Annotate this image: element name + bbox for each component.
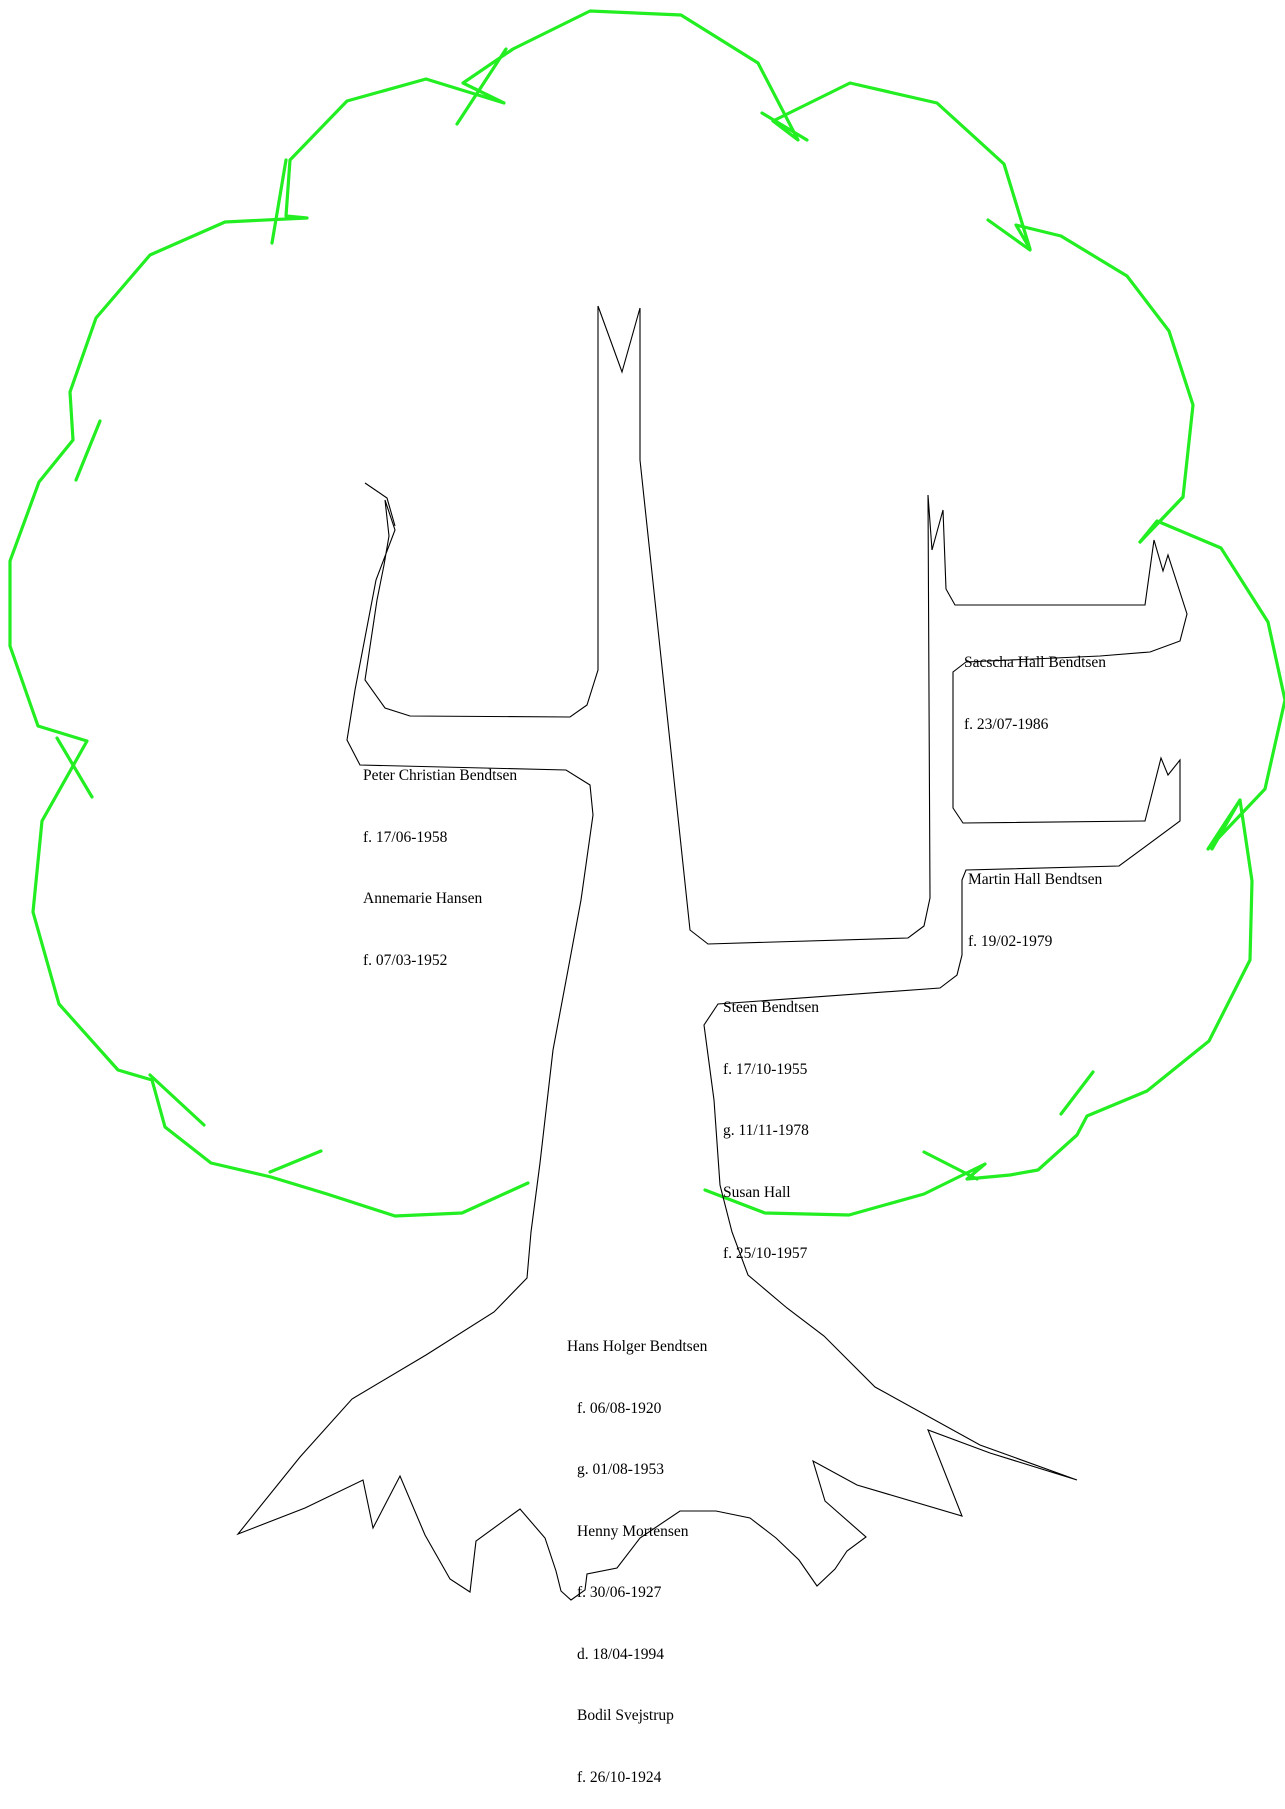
crown-cross [74, 419, 102, 482]
person-line: f. 26/10-1924 [577, 1768, 662, 1786]
trunk-outline [236, 305, 1188, 1601]
person-line: Bodil Svejstrup [577, 1707, 674, 1724]
family-tree-drawing [8, 9, 1285, 1601]
person-line: Henny Mortensen [577, 1522, 689, 1540]
crown-cross [55, 736, 94, 799]
crown-cross [1210, 798, 1242, 851]
branch-tip-left [364, 482, 396, 527]
person-line: g. 01/08-1953 [577, 1461, 664, 1478]
crown-cross [760, 111, 809, 142]
person-peter: Peter Christian Bendtsen f. 17/06-1958 A… [363, 725, 517, 992]
crown-cross [455, 47, 508, 126]
person-root: Hans Holger Bendtsen f. 06/08-1920 g. 01… [567, 1296, 707, 1809]
person-line: Susan Hall [723, 1183, 791, 1201]
crown-cross [268, 1149, 323, 1174]
tree-trunk [236, 305, 1188, 1601]
person-line: Sacscha Hall Bendtsen [964, 654, 1107, 671]
crown-cross [148, 1073, 206, 1127]
person-line: g. 11/11-1978 [723, 1122, 809, 1139]
person-line: Martin Hall Bendtsen [968, 871, 1103, 888]
person-sacscha: Sacscha Hall Bendtsen f. 23/07-1986 [964, 612, 1106, 756]
person-line: f. 30/06-1927 [577, 1584, 662, 1601]
person-line: f. 17/06-1958 [363, 828, 448, 846]
crown-cross [270, 158, 288, 245]
person-line: Annemarie Hansen [363, 890, 483, 907]
tree-crown [8, 9, 1285, 1218]
person-line: f. 25/10-1957 [723, 1245, 808, 1262]
person-line: f. 06/08-1920 [577, 1399, 662, 1417]
person-line: f. 17/10-1955 [723, 1060, 808, 1078]
person-line: Steen Bendtsen [723, 999, 819, 1016]
person-line: f. 23/07-1986 [964, 715, 1049, 733]
crown-cross [986, 218, 1032, 252]
person-line: f. 07/03-1952 [363, 951, 448, 969]
person-martin: Martin Hall Bendtsen f. 19/02-1979 [968, 829, 1102, 973]
crown-cross [1059, 1070, 1095, 1116]
crown-cross [1138, 495, 1185, 544]
crown-cross [922, 1150, 979, 1181]
person-line: Peter Christian Bendtsen [363, 767, 518, 784]
person-line: d. 18/04-1994 [577, 1645, 664, 1663]
person-line: Hans Holger Bendtsen [567, 1338, 708, 1355]
person-line: f. 19/02-1979 [968, 932, 1053, 950]
person-steen: Steen Bendtsen f. 17/10-1955 g. 11/11-19… [723, 957, 819, 1285]
crown-outline-left [8, 9, 1285, 1218]
